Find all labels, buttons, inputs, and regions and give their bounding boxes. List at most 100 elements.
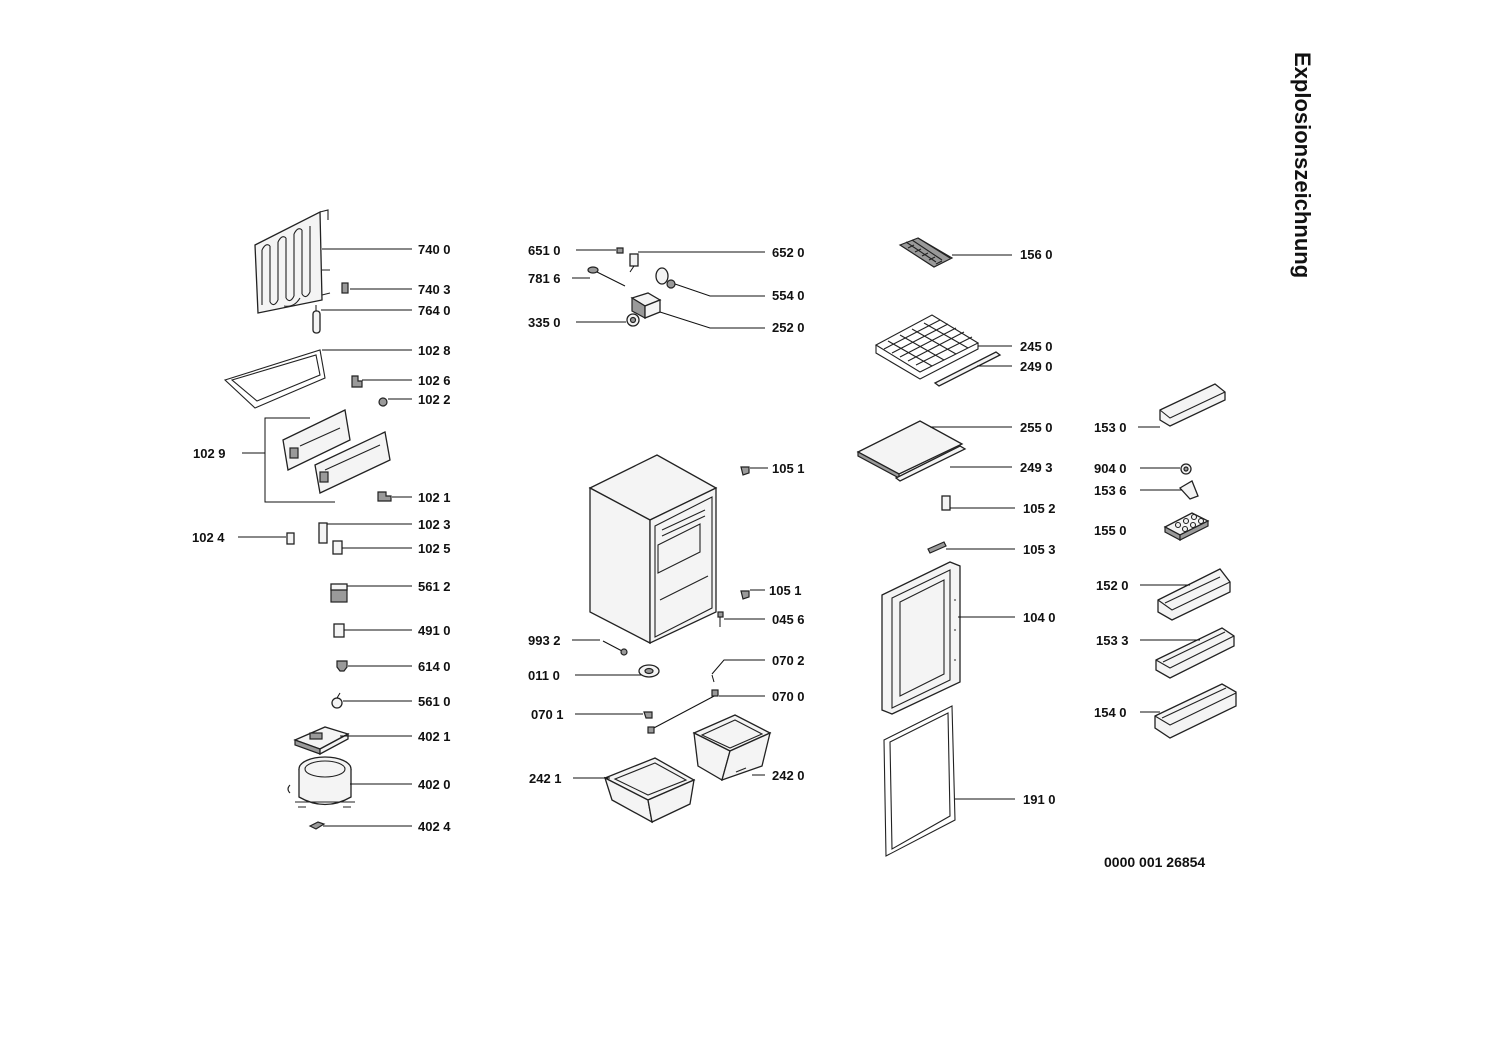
- label-070-2: 070 2: [772, 653, 805, 668]
- label-402-4: 402 4: [418, 819, 451, 834]
- label-249-3: 249 3: [1020, 460, 1053, 475]
- condenser-coil-drawing: [254, 209, 331, 314]
- part-402-4-drawing: [308, 821, 326, 830]
- label-335-0: 335 0: [528, 315, 561, 330]
- thermostat-knob-drawing: [655, 267, 676, 289]
- label-245-0: 245 0: [1020, 339, 1053, 354]
- label-105-2: 105 2: [1023, 501, 1056, 516]
- door-drawing: [881, 561, 961, 715]
- label-156-0: 156 0: [1020, 247, 1053, 262]
- door-shelf-152-0-drawing: [1157, 568, 1231, 621]
- part-335-0-drawing: [626, 313, 640, 327]
- screw-045-6-drawing: [717, 611, 724, 627]
- label-102-2: 102 2: [418, 392, 451, 407]
- rail-070-0-drawing: [647, 689, 719, 734]
- label-155-0: 155 0: [1094, 523, 1127, 538]
- door-shelf-153-3-drawing: [1155, 627, 1235, 679]
- compressor-plate-drawing: [293, 726, 350, 756]
- diagram-title: Explosionszeichnung: [1290, 52, 1315, 278]
- part-011-0-drawing: [638, 664, 660, 678]
- label-105-1-top: 105 1: [772, 461, 805, 476]
- part-614-0-drawing: [336, 660, 348, 672]
- wire-shelf-drawing: [874, 314, 980, 380]
- label-102-9: 102 9: [193, 446, 226, 461]
- label-255-0: 255 0: [1020, 420, 1053, 435]
- part-740-3-drawing: [341, 282, 349, 294]
- part-561-0-drawing: [331, 692, 343, 709]
- part-102-3-drawing: [318, 522, 328, 544]
- label-764-0: 764 0: [418, 303, 451, 318]
- egg-tray-drawing: [1163, 512, 1210, 541]
- crisper-drawer-right-drawing: [692, 714, 772, 782]
- label-614-0: 614 0: [418, 659, 451, 674]
- part-153-6-drawing: [1178, 480, 1199, 500]
- lamp-housing-drawing: [264, 409, 391, 503]
- thermostat-drawing: [629, 253, 639, 273]
- glass-shelf-drawing: [856, 420, 964, 480]
- part-491-0-drawing: [333, 623, 345, 638]
- part-904-0-drawing: [1180, 463, 1192, 475]
- label-491-0: 491 0: [418, 623, 451, 638]
- label-102-5: 102 5: [418, 541, 451, 556]
- butter-compartment-drawing: [1159, 383, 1226, 427]
- label-104-0: 104 0: [1023, 610, 1056, 625]
- label-105-3: 105 3: [1023, 542, 1056, 557]
- label-070-0: 070 0: [772, 689, 805, 704]
- label-252-0: 252 0: [772, 320, 805, 335]
- label-781-6: 781 6: [528, 271, 561, 286]
- crisper-drawer-left-drawing: [603, 757, 696, 824]
- label-249-0: 249 0: [1020, 359, 1053, 374]
- label-191-0: 191 0: [1023, 792, 1056, 807]
- label-554-0: 554 0: [772, 288, 805, 303]
- label-153-0: 153 0: [1094, 420, 1127, 435]
- part-070-2-drawing: [711, 674, 715, 683]
- thermostat-housing-drawing: [630, 292, 662, 320]
- capillary-drawing: [587, 266, 626, 287]
- cabinet-body-drawing: [588, 454, 718, 645]
- drawing-number: 0000 001 26854: [1104, 854, 1205, 870]
- part-105-1-lower-drawing: [740, 590, 750, 600]
- label-153-6: 153 6: [1094, 483, 1127, 498]
- part-105-1-top-drawing: [740, 466, 750, 476]
- label-102-1: 102 1: [418, 490, 451, 505]
- label-102-8: 102 8: [418, 343, 451, 358]
- frame-102-8-drawing: [223, 349, 326, 409]
- part-102-1-drawing: [377, 491, 392, 502]
- label-154-0: 154 0: [1094, 705, 1127, 720]
- label-651-0: 651 0: [528, 243, 561, 258]
- compressor-drawing: [287, 756, 355, 808]
- ice-tray-drawing: [898, 237, 954, 268]
- label-740-3: 740 3: [418, 282, 451, 297]
- label-993-2: 993 2: [528, 633, 561, 648]
- label-105-1-lower: 105 1: [769, 583, 802, 598]
- part-105-3-drawing: [927, 541, 947, 554]
- part-102-2-drawing: [378, 397, 388, 407]
- label-153-3: 153 3: [1096, 633, 1129, 648]
- filter-drier-drawing: [312, 305, 321, 334]
- label-402-1: 402 1: [418, 729, 451, 744]
- label-102-4: 102 4: [192, 530, 225, 545]
- label-152-0: 152 0: [1096, 578, 1129, 593]
- label-070-1: 070 1: [531, 707, 564, 722]
- part-105-2-drawing: [941, 495, 951, 511]
- part-102-5-drawing: [332, 540, 343, 555]
- label-904-0: 904 0: [1094, 461, 1127, 476]
- label-102-6: 102 6: [418, 373, 451, 388]
- label-652-0: 652 0: [772, 245, 805, 260]
- part-070-1-drawing: [643, 711, 653, 719]
- label-561-2: 561 2: [418, 579, 451, 594]
- label-402-0: 402 0: [418, 777, 451, 792]
- strip-249-0-drawing: [933, 351, 1002, 387]
- label-102-3: 102 3: [418, 517, 451, 532]
- label-561-0: 561 0: [418, 694, 451, 709]
- part-651-0-drawing: [616, 247, 624, 254]
- label-242-0: 242 0: [772, 768, 805, 783]
- label-011-0: 011 0: [528, 668, 560, 683]
- part-102-4-drawing: [286, 532, 295, 545]
- part-102-6-drawing: [351, 375, 363, 388]
- part-993-2-drawing: [602, 640, 628, 656]
- label-242-1: 242 1: [529, 771, 562, 786]
- door-gasket-drawing: [883, 705, 956, 857]
- relay-drawing: [330, 583, 348, 603]
